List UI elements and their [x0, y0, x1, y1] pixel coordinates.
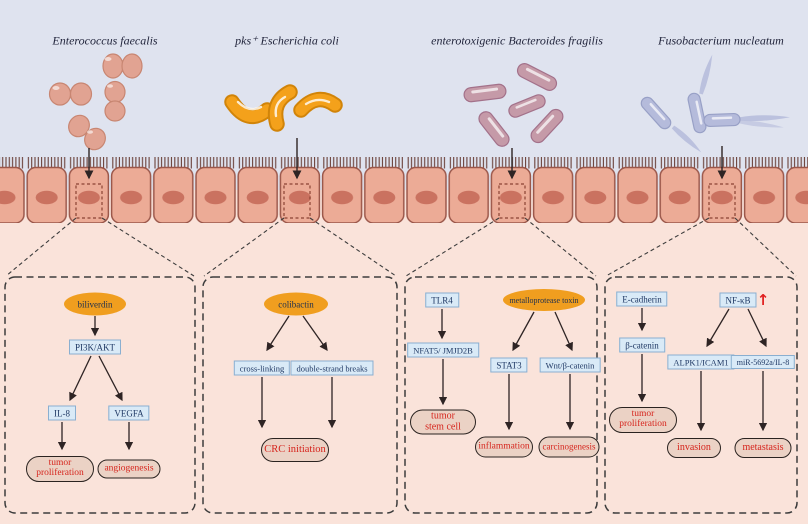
bacteria-label-enterococcus: Enterococcus faecalis [52, 33, 158, 48]
panel-border-3 [404, 276, 598, 514]
node-double-strand-breaks: double-strand breaks [290, 360, 374, 376]
trigger-biliverdin: biliverdin [64, 292, 126, 316]
outcome-angiogenesis: angiogenesis [97, 459, 161, 479]
outcome-invasion: invasion [667, 438, 721, 458]
target-cell-outline-3 [498, 183, 526, 219]
epithelium-row [0, 154, 808, 223]
node-cross-linking: cross-linking [233, 360, 291, 376]
outcome-tumor-proliferation-1: tumor proliferation [26, 456, 94, 482]
outcome-inflammation: inflammation [475, 436, 533, 458]
node-wnt-beta-catenin: Wnt/β-catenin [539, 357, 601, 373]
node-tlr4: TLR4 [425, 292, 459, 308]
bacteria-label-ecoli: pks⁺ Escherichia coli [235, 33, 339, 48]
outcome-crc-initiation: CRC initiation [261, 438, 329, 462]
upregulation-arrow-icon: ↑ [756, 291, 770, 309]
panel-border-1 [4, 276, 196, 514]
trigger-colibactin: colibactin [264, 292, 328, 316]
target-cell-outlines [75, 183, 736, 219]
bacteria-to-cell-arrows [84, 138, 727, 180]
node-pi3k-akt: PI3K/AKT [69, 339, 121, 355]
node-stat3: STAT3 [490, 357, 528, 373]
node-nfat5-jmjd2b: NFAT5/ JMJD2B [407, 342, 479, 358]
b-fragilis-illustration [463, 63, 564, 147]
node-e-cadherin: E-cadherin [616, 291, 668, 307]
node-nf-kb: NF-κB [719, 292, 757, 308]
target-cell-outline-2 [283, 183, 311, 219]
e-coli-illustration [224, 84, 343, 132]
panel-borders [4, 276, 798, 514]
bacteria-label-bfragilis: enterotoxigenic Bacteroides fragilis [431, 33, 603, 48]
outcome-metastasis: metastasis [734, 438, 792, 458]
node-mir5692a-il8: miR-5692a/IL-8 [730, 355, 796, 369]
node-beta-catenin: β-catenin [619, 337, 665, 353]
zoom-connector-lines [5, 217, 797, 277]
panel-border-4 [604, 276, 798, 514]
bacteria-label-fnucleatum: Fusobacterium nucleatum [658, 33, 784, 48]
trigger-metalloprotease-toxin: metalloprotease toxin [503, 289, 585, 311]
enterococcus-faecalis-illustration [48, 53, 143, 151]
target-cell-outline-1 [75, 183, 103, 219]
outcome-carcinogenesis: carcinogenesis [538, 436, 600, 458]
flow-arrows [57, 308, 768, 451]
outcome-tumor-stem-cell: tumor stem cell [410, 409, 476, 435]
panel-border-2 [202, 276, 398, 514]
target-cell-outline-4 [708, 183, 736, 219]
f-nucleatum-illustration [640, 54, 790, 153]
outcome-tumor-proliferation-2: tumor proliferation [609, 407, 677, 433]
node-il8: IL-8 [48, 405, 76, 421]
node-alpk1-icam1: ALPK1/ICAM1 [667, 354, 735, 370]
node-vegfa: VEGFA [108, 405, 150, 421]
